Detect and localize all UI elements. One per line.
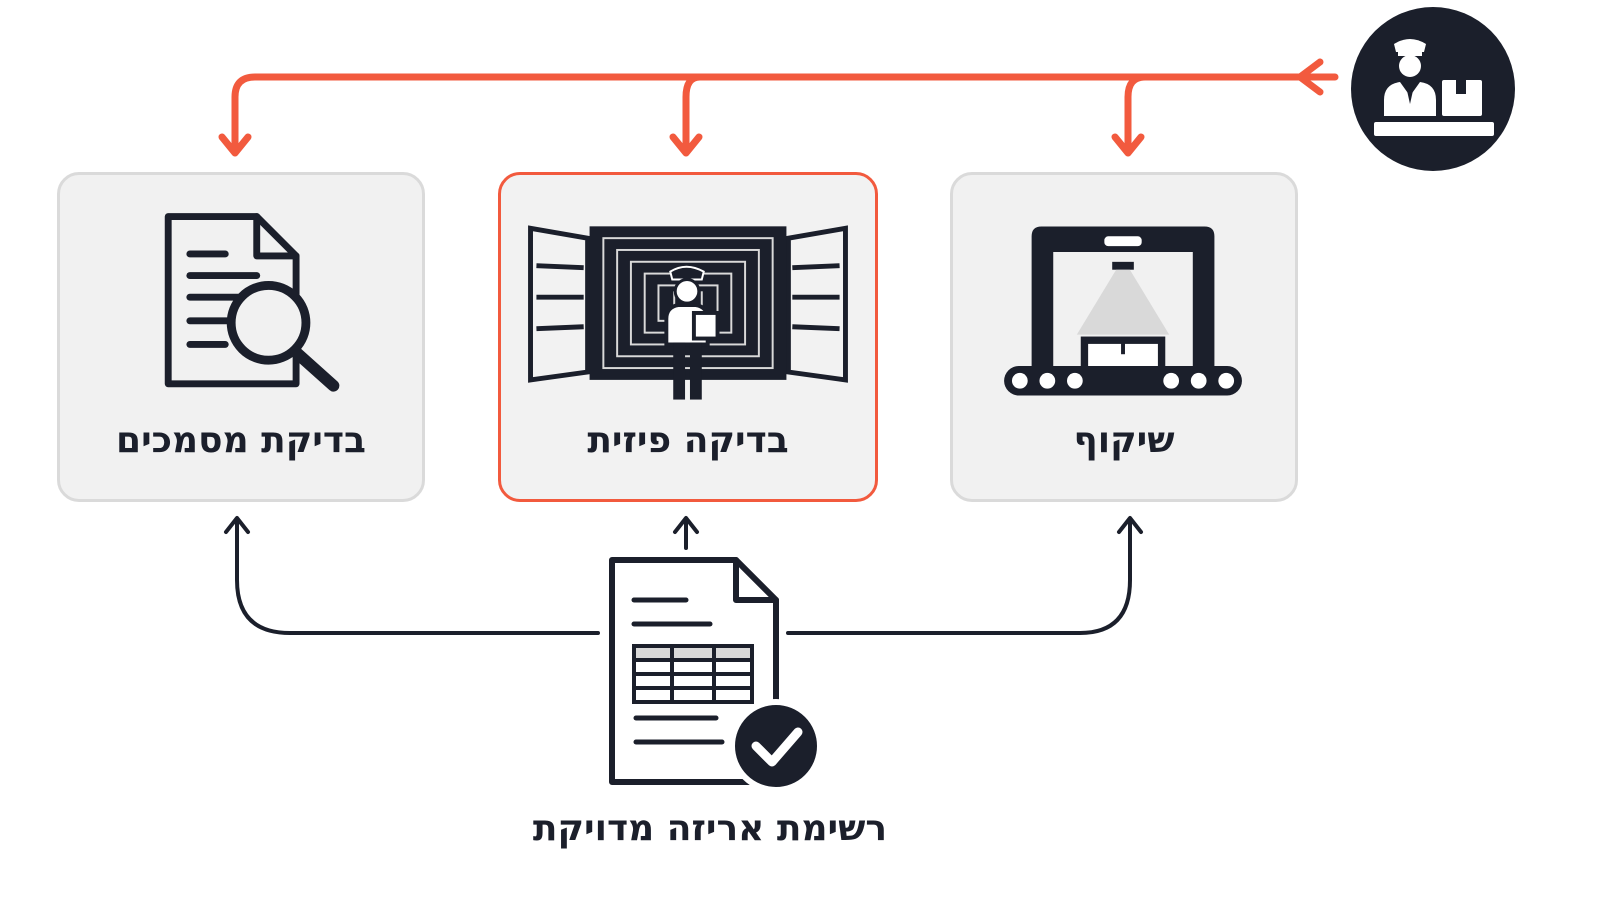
packing-list-table	[632, 644, 754, 704]
card-label-physical-inspection: בדיקה פיזית	[587, 420, 789, 461]
card-label-xray-scan: שיקוף	[1073, 420, 1175, 461]
customs-officer-icon	[1351, 7, 1515, 171]
xray-scanner-icon	[1004, 226, 1242, 396]
container-inspector-icon	[528, 225, 848, 400]
document-search-icon	[164, 213, 340, 392]
check-badge-icon	[729, 699, 823, 793]
packing-list-check-icon	[609, 557, 823, 793]
packing-list-arrows	[224, 516, 1143, 635]
card-document-check: בדיקת מסמכים	[57, 172, 425, 502]
packing-list-label: רשימת אריזה מדויקת	[532, 808, 888, 849]
card-physical-inspection: בדיקה פיזית	[498, 172, 878, 502]
card-label-document-check: בדיקת מסמכים	[116, 420, 366, 461]
officer-distribution-arrows	[218, 58, 1339, 157]
inspector-figure	[664, 265, 720, 400]
card-xray-scan: שיקוף	[950, 172, 1298, 502]
